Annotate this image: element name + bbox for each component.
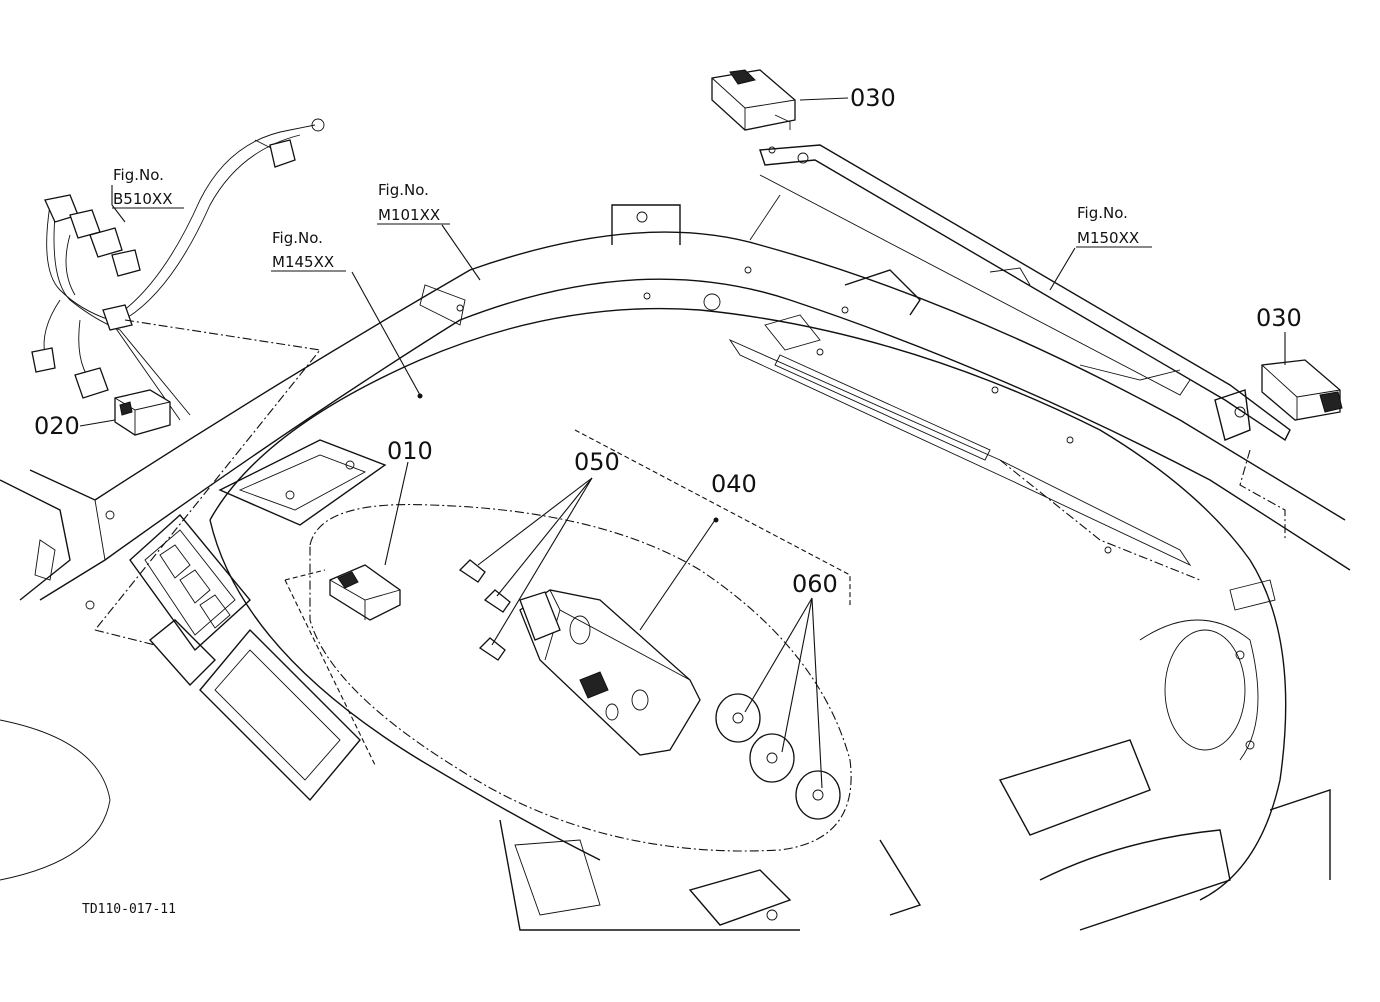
fig-ref-b510xx: Fig.No. B510XX	[112, 166, 184, 209]
fig-ref-label: Fig.No.	[378, 181, 429, 199]
fig-ref-m150xx: Fig.No. M150XX	[1076, 204, 1152, 248]
part-number-030-top: 030	[850, 84, 896, 112]
relay-030-right	[1261, 359, 1343, 421]
part-number-040: 040	[711, 470, 757, 498]
part-number-030-right: 030	[1256, 304, 1302, 332]
fig-ref-code: M101XX	[378, 206, 440, 224]
part-number-020: 020	[34, 412, 80, 440]
fig-ref-code: B510XX	[113, 190, 172, 208]
fig-ref-code: M150XX	[1077, 229, 1139, 247]
part-number-010: 010	[387, 437, 433, 465]
switch-010	[329, 564, 401, 621]
relay-030-top	[711, 69, 796, 131]
reference-lines	[94, 319, 1286, 852]
fig-ref-m101xx: Fig.No. M101XX	[377, 181, 450, 225]
cabin-frame	[0, 204, 1351, 931]
fig-ref-label: Fig.No.	[272, 229, 323, 247]
part-number-050: 050	[574, 448, 620, 476]
leader-lines	[79, 97, 1286, 789]
bulbs-050	[458, 559, 511, 661]
wire-harness	[31, 118, 325, 421]
fig-ref-code: M145XX	[272, 253, 334, 271]
fig-ref-m145xx: Fig.No. M145XX	[271, 229, 346, 272]
fig-ref-label: Fig.No.	[113, 166, 164, 184]
relay-020	[114, 389, 171, 436]
fig-ref-label: Fig.No.	[1077, 204, 1128, 222]
discs-060	[715, 693, 841, 820]
diagram-code: TD110-017-11	[82, 902, 176, 917]
part-number-060: 060	[792, 570, 838, 598]
roof-bracket	[749, 144, 1291, 442]
housing-040	[519, 589, 701, 756]
